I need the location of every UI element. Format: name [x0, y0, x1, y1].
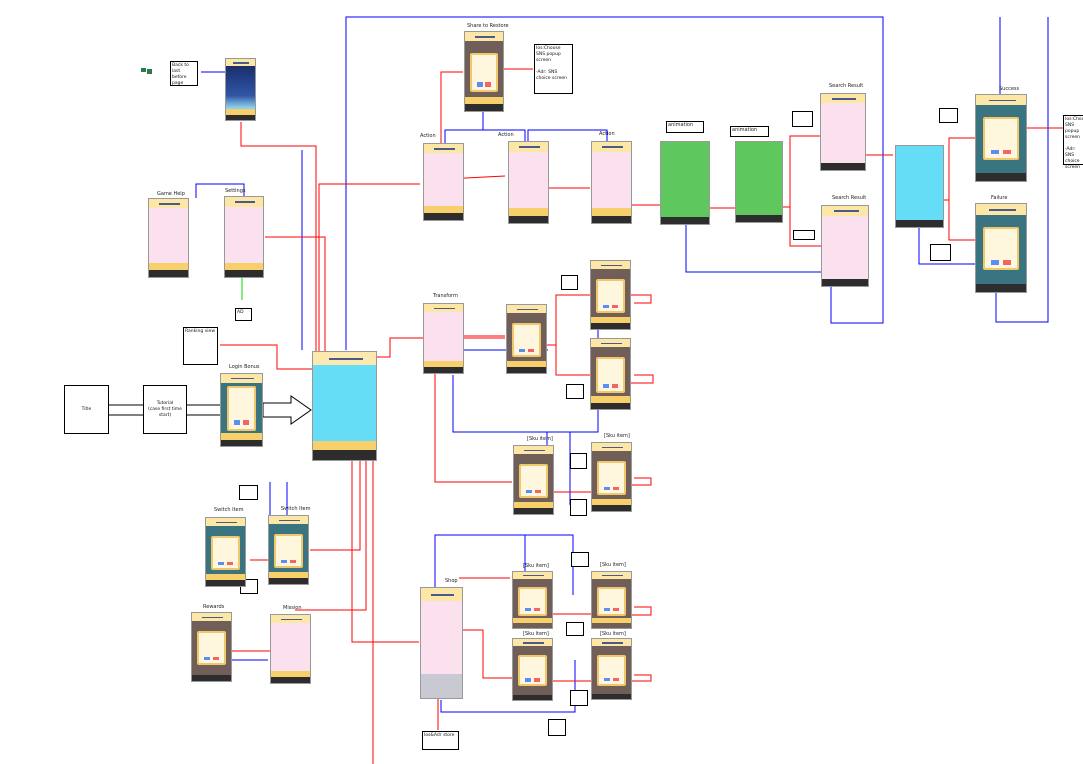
animation-1-label: animation: [668, 122, 694, 128]
screen-action-1[interactable]: [423, 143, 464, 221]
action-1-label: Action: [420, 133, 436, 139]
screen-transform[interactable]: [423, 303, 464, 374]
screen-action-3[interactable]: [591, 141, 632, 224]
action-2-label: Action: [498, 132, 514, 138]
screen-transform-popup[interactable]: [506, 304, 547, 374]
login-bonus-label: Login Bonus: [229, 364, 260, 370]
sku-item-label: [Sku item]: [600, 562, 626, 568]
title-label: Title: [81, 406, 92, 412]
screen-shop[interactable]: [420, 587, 463, 699]
bubble-note: [793, 230, 815, 240]
share-to-restore-label: Share to Restore: [467, 23, 509, 29]
bubble-note: [561, 275, 578, 290]
screen-game-scene[interactable]: [895, 145, 944, 228]
back-to-last-box: Back to last before page: [170, 61, 198, 86]
sku-item-label: [Sku item]: [604, 433, 630, 439]
transform-label: Transform: [433, 293, 458, 299]
screen-login-bonus[interactable]: [220, 373, 263, 447]
bubble-note: [239, 485, 258, 500]
screen-animation-2[interactable]: [735, 141, 783, 223]
title-box: Title: [64, 385, 109, 434]
ranking-view-box: Ranking view: [183, 327, 218, 365]
sku-item-label: [Sku item]: [523, 631, 549, 637]
ranking-view-label: Ranking view: [185, 329, 215, 334]
screen-sku-item[interactable]: [591, 638, 632, 700]
screen-switch-item-2[interactable]: [268, 515, 309, 585]
ad-box: AD: [235, 308, 252, 321]
shop-label: Shop: [445, 578, 458, 584]
tutorial-label: Tutorial (case first time start): [148, 400, 182, 418]
back-to-last-label: Back to last before page: [172, 63, 189, 86]
big-arrow-to-main: [262, 395, 312, 425]
screen-rewards[interactable]: [191, 612, 232, 682]
screen-mission[interactable]: [270, 614, 311, 684]
screen-switch-item-1[interactable]: [205, 517, 246, 587]
screen-transform-popup[interactable]: [590, 338, 631, 410]
animation-2-label: animation: [732, 127, 758, 133]
screen-sku-item[interactable]: [591, 571, 632, 629]
bubble-animation-1: animation: [666, 121, 704, 133]
bubble-note: [566, 384, 584, 399]
success-label: Success: [999, 86, 1020, 92]
failure-label: Failure: [991, 195, 1008, 201]
screen-main[interactable]: [312, 351, 377, 461]
bubble-note: [548, 719, 566, 736]
screen-search-result-2[interactable]: [821, 205, 869, 287]
screen-animation-1[interactable]: [660, 141, 710, 225]
bubble-note: [570, 499, 587, 516]
screen-sku-item[interactable]: [512, 571, 553, 629]
screen-transform-popup[interactable]: [590, 260, 631, 330]
search-result-1-label: Search Result: [829, 83, 864, 89]
bubble-note: [939, 108, 958, 123]
logo-icon: [141, 68, 152, 74]
switch-item-1-label: Switch Item: [214, 507, 244, 513]
screen-sku-item[interactable]: [591, 442, 632, 512]
screen-settings[interactable]: [224, 196, 264, 278]
sns-popup-right-label: Ios:Choose SNS popup screen -Adr: SNS ch…: [1065, 117, 1083, 170]
screen-success[interactable]: [975, 94, 1027, 182]
bubble-note: [570, 690, 588, 706]
sns-popup-box-right: Ios:Choose SNS popup screen -Adr: SNS ch…: [1063, 115, 1083, 170]
screen-map[interactable]: [225, 58, 256, 121]
screen-action-2[interactable]: [508, 141, 549, 224]
screen-failure[interactable]: [975, 203, 1027, 293]
ad-label: AD: [237, 310, 244, 315]
sku-item-label: [Sku item]: [527, 436, 553, 442]
screen-sku-item[interactable]: [512, 638, 553, 701]
screen-sku-item[interactable]: [513, 445, 554, 515]
screen-game-help[interactable]: [148, 198, 189, 278]
rewards-label: Rewards: [203, 604, 225, 610]
sku-item-label: [Sku item]: [600, 631, 626, 637]
bubble-note: [570, 453, 587, 469]
mission-label: Mission: [283, 605, 302, 611]
sns-popup-box: Ios:Choose SNS popup screen -Adr: SNS ch…: [534, 44, 573, 94]
bubble-note: [792, 111, 813, 127]
screen-search-result-1[interactable]: [820, 93, 866, 171]
sku-item-label: [Sku item]: [523, 563, 549, 569]
title-tutorial-arrows: [109, 395, 312, 425]
store-box: Ios&Adr store: [422, 731, 459, 750]
search-result-2-label: Search Result: [832, 195, 867, 201]
settings-label: Settings: [225, 188, 246, 194]
bubble-note: [571, 552, 589, 567]
sns-popup-label: Ios:Choose SNS popup screen -Adr: SNS ch…: [536, 46, 567, 81]
switch-item-2-label: Switch Item: [281, 506, 311, 512]
store-label: Ios&Adr store: [424, 733, 455, 738]
bubble-note: [930, 244, 951, 261]
bubble-note: [566, 622, 584, 636]
bubble-animation-2: animation: [730, 126, 769, 137]
game-help-label: Game Help: [157, 191, 185, 197]
screen-share-to-restore[interactable]: [464, 31, 504, 112]
action-3-label: Action: [599, 131, 615, 137]
tutorial-box: Tutorial (case first time start): [143, 385, 187, 434]
